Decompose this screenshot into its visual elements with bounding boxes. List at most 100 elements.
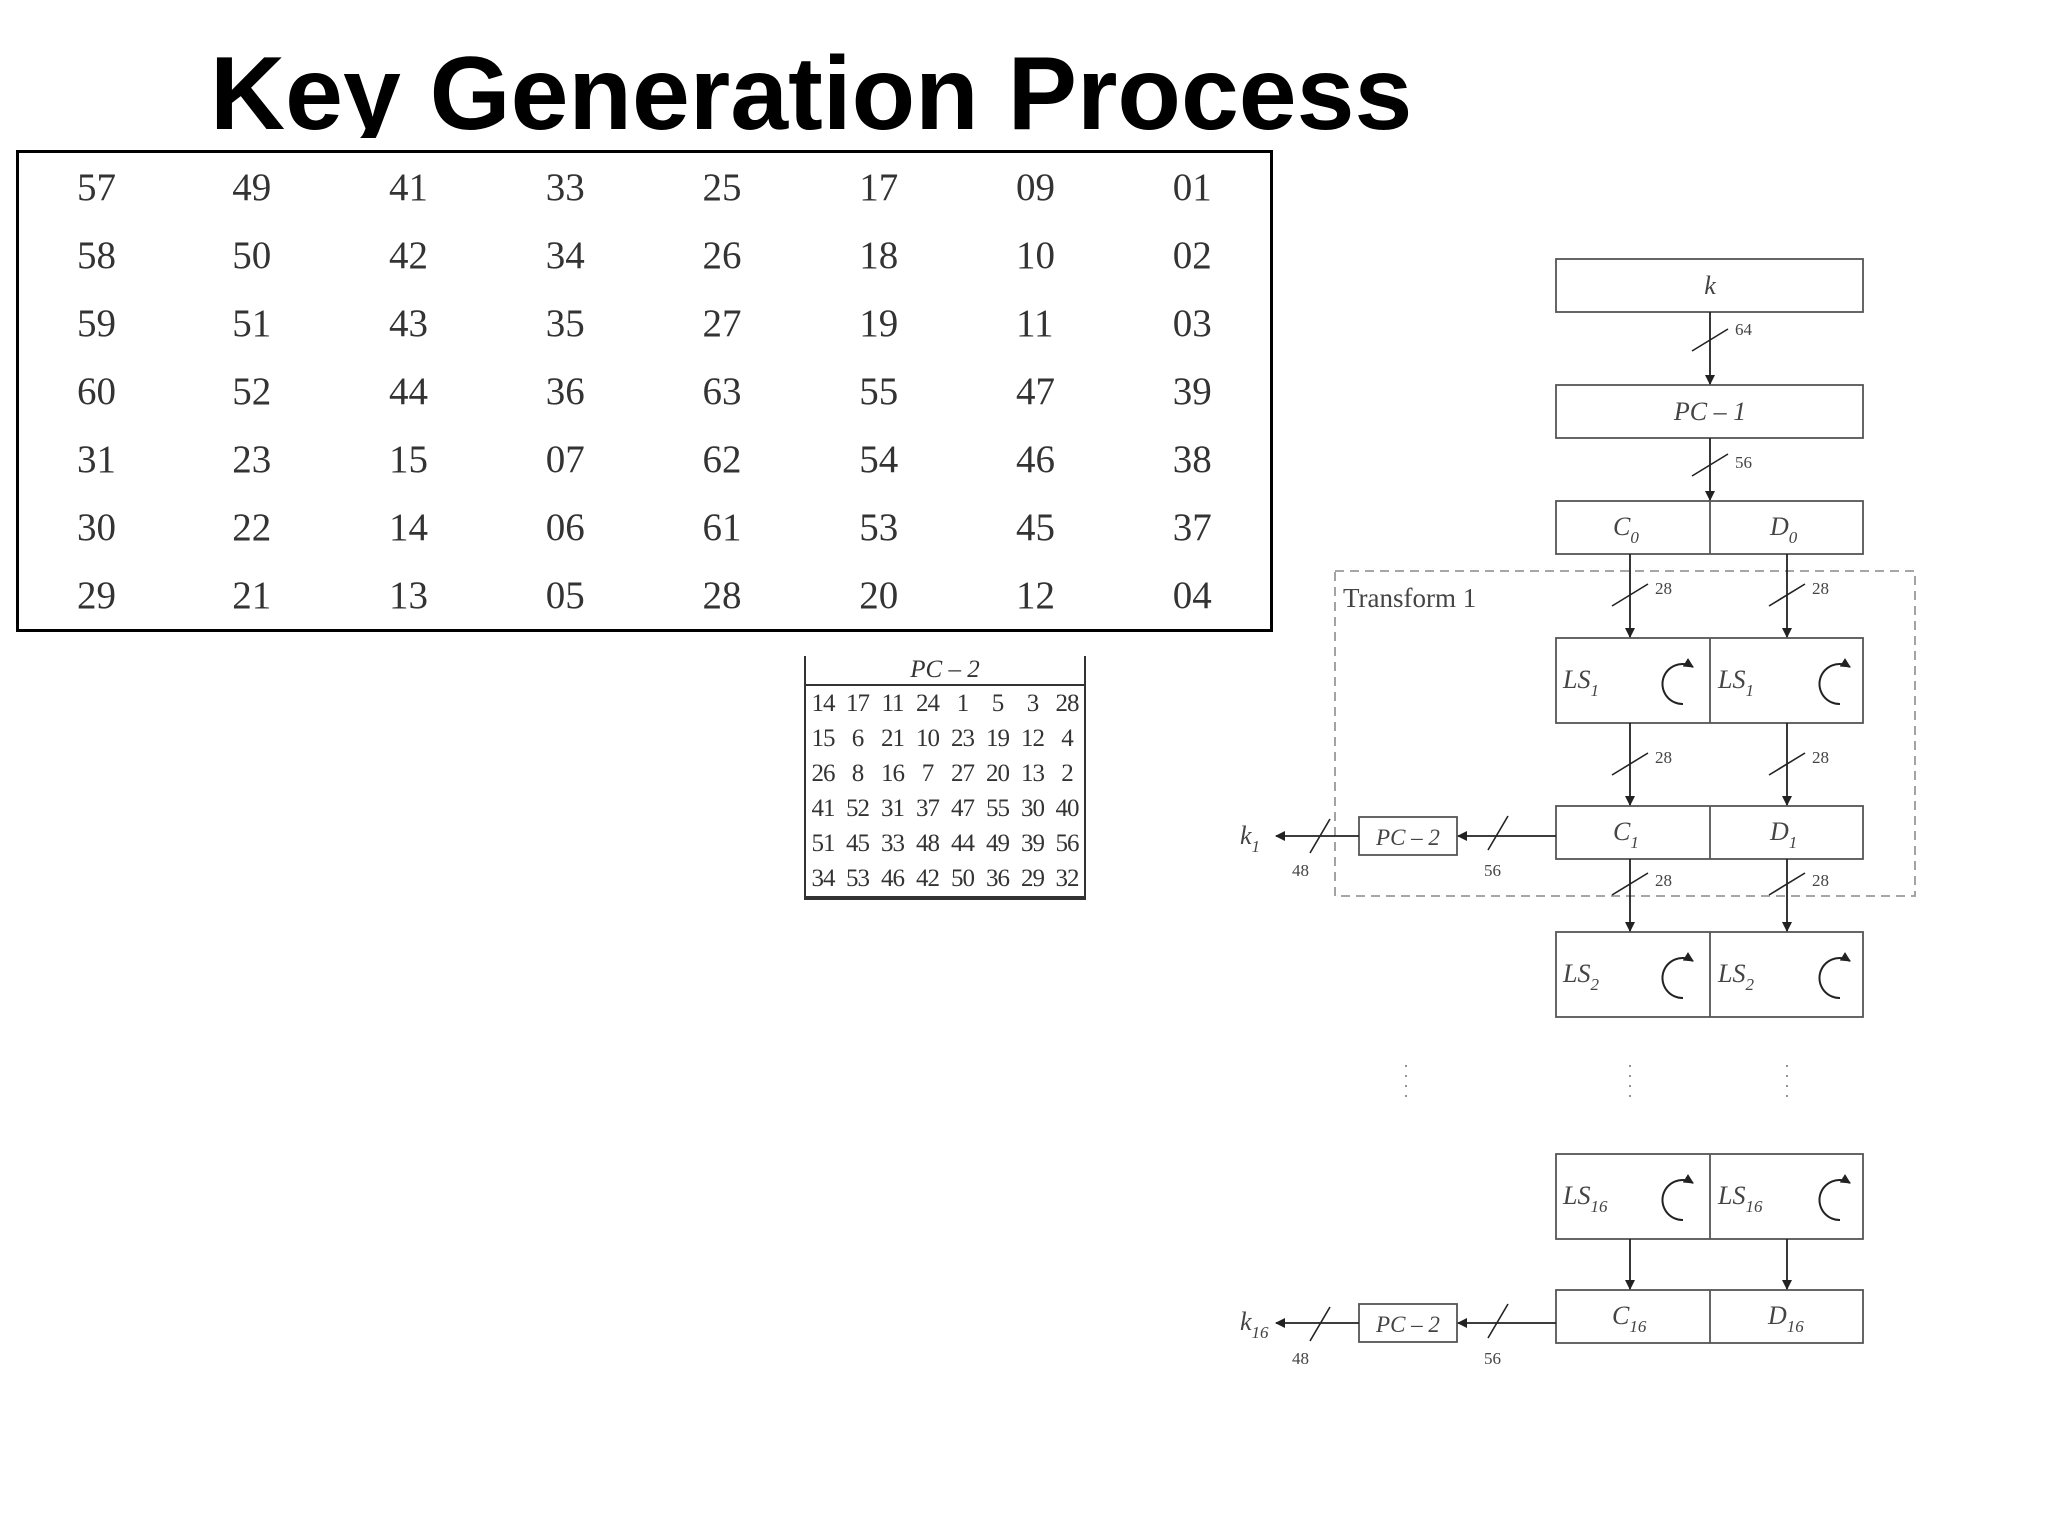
pc2-cell: 34 [811,865,836,892]
pc1-cell: 39 [1172,369,1212,413]
pc2-table-title: PC – 2 [804,656,1086,684]
pc2-cell: 13 [1021,760,1045,787]
bits-48-label: 48 [1292,861,1309,880]
pc2-cell: 53 [846,865,870,892]
pc1-cell: 23 [232,437,272,481]
k16-label: k16 [1240,1307,1269,1342]
pc1-cell: 06 [545,505,585,549]
pc2-cell: 5 [991,690,1005,717]
pc2-cell: 44 [951,830,975,857]
pc2-cell: 11 [881,690,904,717]
bits-28-label: 28 [1655,748,1672,767]
pc1-cell: 36 [545,369,585,413]
transform-1-label: Transform 1 [1343,583,1476,613]
bits-28-label: 28 [1655,579,1672,598]
pc1-cell: 18 [859,233,899,277]
pc2-cell: 27 [951,760,975,787]
rotate-icon [1661,1174,1694,1222]
c0-label: C0 [1613,512,1639,547]
c16-label: C16 [1612,1301,1647,1336]
pc2-cell: 24 [916,690,940,717]
key-label: k [1704,271,1716,300]
pc1-cell: 50 [232,233,272,277]
pc1-cell: 53 [859,505,899,549]
d0-label: D0 [1769,512,1798,547]
d1-label: D1 [1769,817,1797,852]
pc2-cell: 49 [986,830,1010,857]
pc1-cell: 27 [702,301,742,345]
pc2-cell: 7 [921,760,935,787]
pc1-cell: 09 [1016,165,1055,209]
pc2-cell: 26 [811,760,836,787]
pc1-cell: 44 [389,369,428,413]
pc2-cell: 2 [1061,760,1074,787]
pc1-cell: 11 [1016,301,1054,345]
pc1-cell: 55 [859,369,899,413]
pc1-cell: 61 [702,505,742,549]
pc2-cell: 21 [881,725,905,752]
pc2-cell: 40 [1055,795,1080,822]
pc2-cell: 31 [881,795,905,822]
pc2-cell: 23 [951,725,975,752]
pc2-cell: 47 [951,795,975,822]
pc2-cell: 48 [916,830,940,857]
pc1-cell: 58 [77,233,116,277]
pc2-cell: 15 [811,725,836,752]
pc1-cell: 05 [545,573,585,617]
pc1-cell: 47 [1016,369,1055,413]
pc1-cell: 33 [545,165,585,209]
pc1-cell: 28 [702,573,742,617]
bits-56-label: 56 [1735,453,1752,472]
pc1-cell: 57 [77,165,116,209]
bits-28-label: 28 [1812,579,1829,598]
pc1-cell: 07 [545,437,585,481]
ls2-right-label: LS2 [1717,959,1754,994]
pc2-cell: 19 [986,725,1010,752]
bits-56-label: 56 [1484,1349,1501,1368]
pc2-cell: 8 [851,760,865,787]
pc1-cell: 25 [702,165,742,209]
pc1-cell: 49 [232,165,272,209]
bits-28-label: 28 [1812,748,1829,767]
pc1-cell: 31 [77,437,116,481]
rotate-icon [1818,952,1851,1000]
pc2-cell: 52 [846,795,870,822]
pc1-cell: 17 [859,165,899,209]
pc1-cell: 59 [77,301,116,345]
pc2-cell: 1 [956,690,970,717]
pc2-cell: 32 [1055,865,1080,892]
pc1-cell: 34 [545,233,585,277]
pc1-cell: 30 [77,505,116,549]
c1-label: C1 [1613,817,1639,852]
pc1-cell: 10 [1016,233,1055,277]
rotate-icon [1661,658,1694,706]
pc1-cell: 22 [232,505,272,549]
pc1-cell: 60 [77,369,116,413]
pc2-cell: 42 [916,865,940,892]
ls16-right-label: LS16 [1717,1181,1763,1216]
pc2-cell: 16 [881,760,905,787]
pc1-cell: 46 [1016,437,1055,481]
pc2-cell: 39 [1021,830,1045,857]
bits-28-label: 28 [1812,871,1829,890]
pc1-cell: 41 [389,165,428,209]
pc2-cell: 29 [1021,865,1045,892]
rotate-icon [1818,1174,1851,1222]
pc2-cell: 41 [811,795,836,822]
rotate-icon [1818,658,1851,706]
table-row: 57 49 41 33 25 17 09 01 [18,152,1272,222]
pc2-cell: 50 [951,865,975,892]
page-title: Key Generation Process [210,42,1413,138]
pc1-cell: 42 [389,233,428,277]
pc1-cell: 01 [1172,165,1212,209]
pc1-label: PC – 1 [1673,397,1746,426]
